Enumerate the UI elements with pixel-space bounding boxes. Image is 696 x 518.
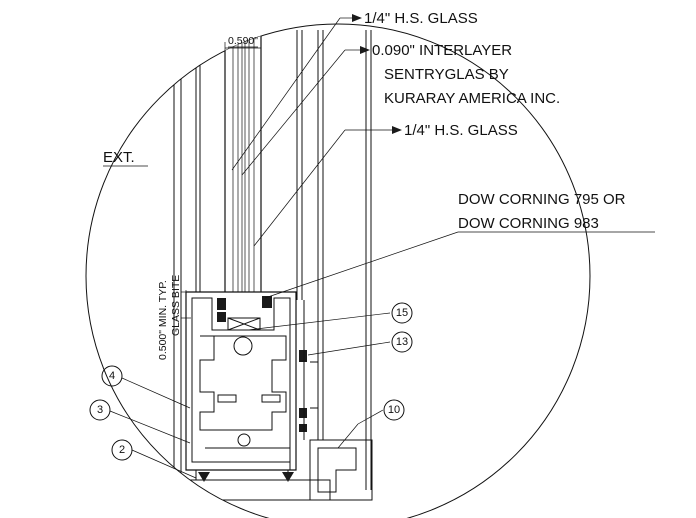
callout-13: 13: [391, 331, 413, 353]
glass-bite-dimension: 0.500" MIN. TYP. GLASS BITE: [157, 275, 191, 360]
interlayer-label-2: SENTRYGLAS BY: [384, 66, 509, 83]
svg-text:15: 15: [396, 307, 408, 319]
svg-text:10: 10: [388, 404, 400, 416]
callout-15: 15: [391, 302, 413, 324]
glazing-seals: [198, 296, 307, 482]
leader-lines: [109, 17, 655, 479]
bite-label-1: 0.500" MIN. TYP.: [157, 280, 169, 360]
svg-text:13: 13: [396, 336, 408, 348]
interlayer-label-1: 0.090" INTERLAYER: [372, 42, 512, 59]
outer-glass-label: 1/4" H.S. GLASS: [364, 10, 478, 27]
lower-right-profile: [303, 300, 373, 501]
section-geometry: [173, 29, 373, 501]
exterior-label: EXT.: [103, 149, 135, 166]
aluminum-profile: [177, 291, 331, 501]
svg-text:2: 2: [119, 444, 125, 456]
detail-circle: [85, 23, 591, 518]
callout-10: 10: [383, 399, 405, 421]
interlayer-label-3: KURARAY AMERICA INC.: [384, 90, 560, 107]
callout-2: 2: [111, 439, 133, 461]
svg-text:4: 4: [109, 370, 115, 382]
bite-label-2: GLASS BITE: [170, 275, 182, 336]
arrow-heads: [352, 14, 402, 134]
right-mullion: [296, 30, 372, 490]
callout-3: 3: [89, 399, 111, 421]
setting-block: [227, 317, 261, 331]
inner-glass-label: 1/4" H.S. GLASS: [404, 122, 518, 139]
sealant-label-1: DOW CORNING 795 OR: [458, 191, 626, 208]
svg-text:3: 3: [97, 404, 103, 416]
thickness-dimension: 0.590": [224, 35, 262, 54]
laminated-glass: [224, 29, 262, 331]
thickness-label: 0.590": [228, 35, 258, 47]
sealant-label-2: DOW CORNING 983: [458, 215, 599, 232]
callout-4: 4: [101, 365, 123, 387]
